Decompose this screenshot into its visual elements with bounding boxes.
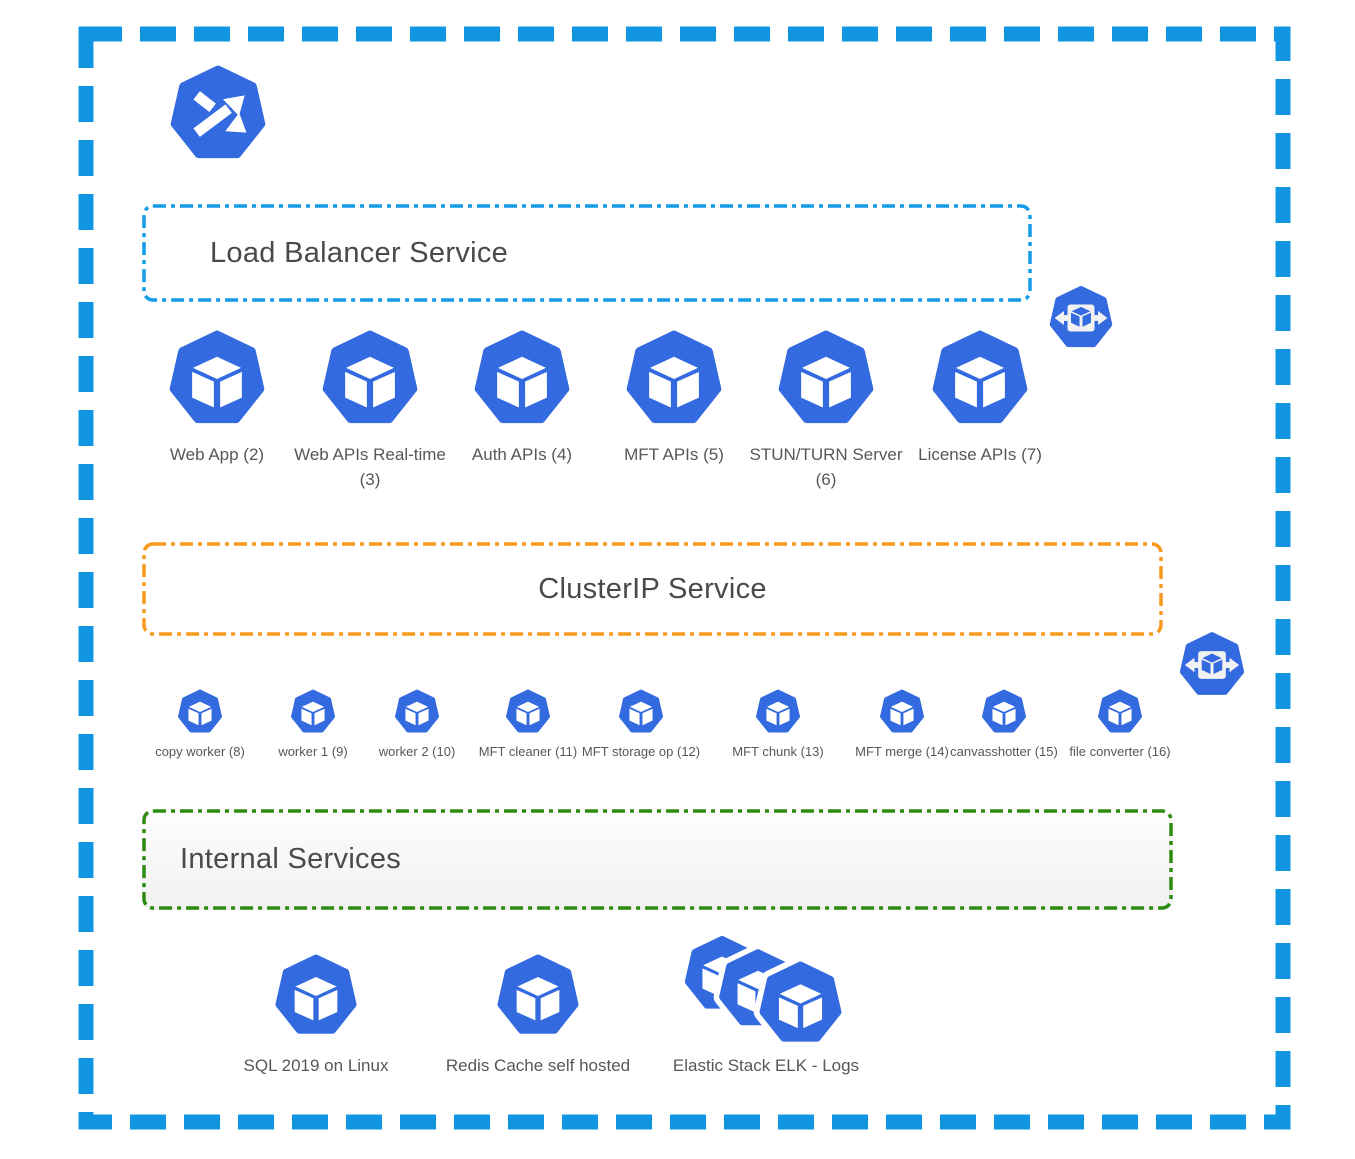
pod-label: MFT APIs (5): [624, 445, 724, 464]
clusterip-service-box: ClusterIP Service: [142, 542, 1163, 636]
pod-label: MFT storage op (12): [581, 744, 701, 759]
pod-label: MFT merge (14): [855, 744, 949, 759]
clusterip-box-border: [142, 542, 1163, 636]
pod-elastic-stack-elk: Elastic Stack ELK - Logs: [660, 922, 872, 1076]
clusterip-title: ClusterIP Service: [538, 572, 767, 605]
pod-label: Auth APIs (4): [471, 445, 573, 464]
pod-icon: [174, 686, 226, 738]
pod-icon: [978, 686, 1030, 738]
pod-label: canvasshotter (15): [950, 744, 1058, 759]
pod-icon: [391, 686, 443, 738]
internal-box-border: [142, 809, 1173, 910]
pod-worker-2: worker 2 (10): [352, 686, 482, 759]
pod-web-app: Web App (2): [137, 323, 297, 468]
pod-web-apis-realtime: Web APIs Real-time (3): [290, 323, 450, 492]
pod-icon: [615, 686, 667, 738]
load-balancer-title: Load Balancer Service: [210, 236, 509, 269]
pod-worker-1: worker 1 (9): [248, 686, 378, 759]
pod-label: SQL 2019 on Linux: [243, 1056, 389, 1075]
pod-icon: [268, 948, 364, 1044]
pod-label: Elastic Stack ELK - Logs: [672, 1056, 860, 1075]
stacked-pod-icons: [660, 922, 872, 1054]
pod-label: Web App (2): [169, 445, 265, 464]
pod-label: copy worker (8): [155, 744, 245, 759]
pod-auth-apis: Auth APIs (4): [442, 323, 602, 468]
load-balancer-service-box: Load Balancer Service: [142, 204, 1032, 302]
pod-label: Web APIs Real-time (3): [294, 445, 446, 489]
pod-icon: [314, 323, 426, 435]
pod-icon: [876, 686, 928, 738]
pod-copy-worker: copy worker (8): [135, 686, 265, 759]
pod-icon: [466, 323, 578, 435]
load-balancer-box-border: [142, 204, 1032, 302]
pod-redis-cache: Redis Cache self hosted: [443, 948, 633, 1076]
internal-services-box: Internal Services: [142, 809, 1173, 910]
pod-label: file converter (16): [1069, 744, 1171, 759]
pod-mft-cleaner: MFT cleaner (11): [463, 686, 593, 759]
pod-icon: [752, 955, 849, 1052]
pod-icon: [770, 323, 882, 435]
pod-icon: [618, 323, 730, 435]
pod-label: worker 1 (9): [278, 744, 348, 759]
pod-label: MFT cleaner (11): [478, 744, 578, 759]
pod-icon: [490, 948, 586, 1044]
pod-icon: [752, 686, 804, 738]
internal-services-title: Internal Services: [180, 843, 402, 875]
pod-icon: [287, 686, 339, 738]
pod-mft-storage-op: MFT storage op (12): [576, 686, 706, 759]
pod-file-converter: file converter (16): [1055, 686, 1185, 759]
pod-stun-turn-server: STUN/TURN Server (6): [746, 323, 906, 492]
pod-canvasshotter: canvasshotter (15): [939, 686, 1069, 759]
pod-mft-chunk: MFT chunk (13): [713, 686, 843, 759]
pod-label: worker 2 (10): [378, 744, 456, 759]
pod-label: MFT chunk (13): [732, 744, 824, 759]
pod-icon: [161, 323, 273, 435]
pod-sql-2019-linux: SQL 2019 on Linux: [221, 948, 411, 1076]
pod-label: Redis Cache self hosted: [445, 1056, 631, 1075]
pod-label: License APIs (7): [918, 445, 1042, 464]
pod-mft-apis: MFT APIs (5): [594, 323, 754, 468]
pod-icon: [502, 686, 554, 738]
pod-license-apis: License APIs (7): [900, 323, 1060, 468]
pod-icon: [1094, 686, 1146, 738]
pod-label: STUN/TURN Server (6): [749, 445, 903, 489]
pod-mft-merge: MFT merge (14): [837, 686, 967, 759]
service-icon: [1174, 627, 1250, 703]
kubernetes-shuffle-icon: [162, 58, 274, 170]
pod-icon: [924, 323, 1036, 435]
